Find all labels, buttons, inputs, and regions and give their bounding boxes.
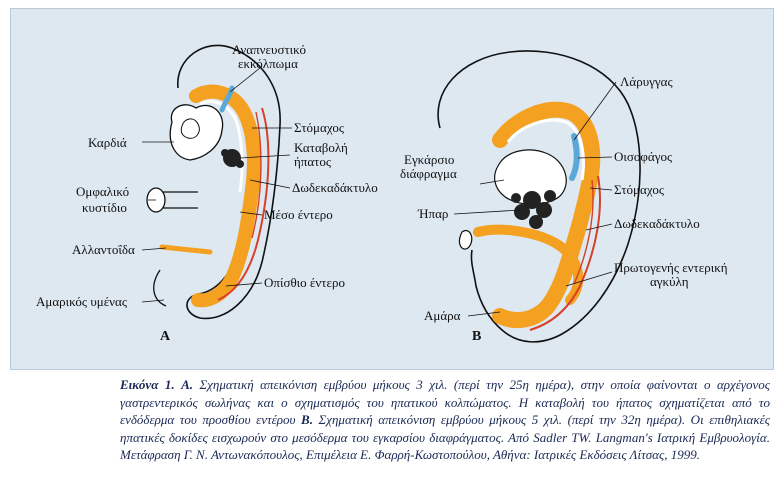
label-yolk-sac-2: κυστίδιο	[82, 200, 127, 215]
panel-b-letter: B	[472, 329, 481, 344]
label-duodenum-b: Δωδεκαδάκτυλο	[614, 216, 700, 231]
panel-b-larynx	[569, 133, 580, 181]
label-liver-bud-1: Καταβολή	[294, 140, 348, 155]
figure-caption: Εικόνα 1. A. Σχηματική απεικόνιση εμβρύο…	[120, 376, 770, 464]
panel-a-respiratory-diverticulum	[219, 85, 235, 113]
label-yolk-sac-1: Ομφαλικό	[76, 184, 129, 199]
caption-figure-label: Εικόνα 1.	[120, 377, 175, 392]
label-allantois-b: Αμάρα	[424, 308, 461, 323]
label-hindgut: Οπίσθιο έντερο	[264, 275, 345, 290]
label-esophagus: Οισοφάγος	[614, 149, 673, 164]
caption-part-1: Σχηματική απεικόνιση εμβρύου μήκους 3 χι…	[120, 377, 771, 428]
panel-a: Αναπνευστικό εκκόλπωμα Καρδιά Στόμαχος Κ…	[36, 42, 378, 344]
label-stomach-b: Στόμαχος	[614, 182, 665, 197]
panel-a-gut-inner	[199, 100, 244, 193]
label-primitive-loop-2: αγκύλη	[650, 274, 689, 289]
panel-a-vessel	[217, 107, 270, 301]
label-duodenum-a: Δωδεκαδάκτυλο	[292, 180, 378, 195]
panel-a-letter: A	[160, 329, 171, 344]
panel-a-gut-tube	[189, 84, 261, 308]
label-septum-2: διάφραγμα	[400, 166, 457, 181]
caption-panel-b-letter: B.	[301, 412, 313, 428]
caption-part-2: Σχηματική απεικόνιση εμβρύου μήκους 5 χι…	[120, 412, 771, 463]
label-respiratory-diverticulum-2: εκκόλπωμα	[238, 56, 298, 71]
label-respiratory-diverticulum-1: Αναπνευστικό	[232, 42, 306, 57]
label-allantois-a: Αλλαντοΐδα	[72, 242, 135, 257]
label-heart: Καρδιά	[88, 135, 127, 150]
panel-a-heart-chamber	[180, 118, 200, 139]
panel-b-liver	[511, 190, 556, 229]
label-liver-bud-2: ήπατος	[294, 154, 332, 169]
panel-b-vessel	[529, 175, 601, 331]
panel-a-heart-shape	[169, 104, 224, 161]
label-larynx: Λάρυγγας	[620, 74, 673, 89]
panel-b-embryo-outline	[437, 50, 641, 343]
panel-b-gut-inner	[506, 118, 585, 181]
embryo-diagram: Αναπνευστικό εκκόλπωμα Καρδιά Στόμαχος Κ…	[36, 42, 728, 344]
panel-b-gut-loop	[473, 224, 584, 305]
panel-b: Λάρυγγας Εγκάρσιο διάφραγμα Οισοφάγος Στ…	[400, 50, 728, 344]
panel-a-allantois	[159, 244, 213, 255]
figure-frame	[10, 8, 774, 370]
label-septum-1: Εγκάρσιο	[404, 152, 454, 167]
label-primitive-loop-1: Πρωτογενής εντερική	[614, 260, 728, 275]
panel-b-allantois	[458, 230, 473, 250]
label-midgut: Μέσο έντερο	[264, 207, 333, 222]
label-amnion: Αμαρικός υμένας	[36, 294, 128, 309]
panel-a-amnion	[153, 269, 167, 307]
caption-panel-a-letter: A.	[181, 377, 193, 392]
panel-b-gut-tube	[492, 101, 601, 329]
label-stomach-a: Στόμαχος	[294, 120, 345, 135]
label-liver-b: Ήπαρ	[417, 206, 448, 221]
